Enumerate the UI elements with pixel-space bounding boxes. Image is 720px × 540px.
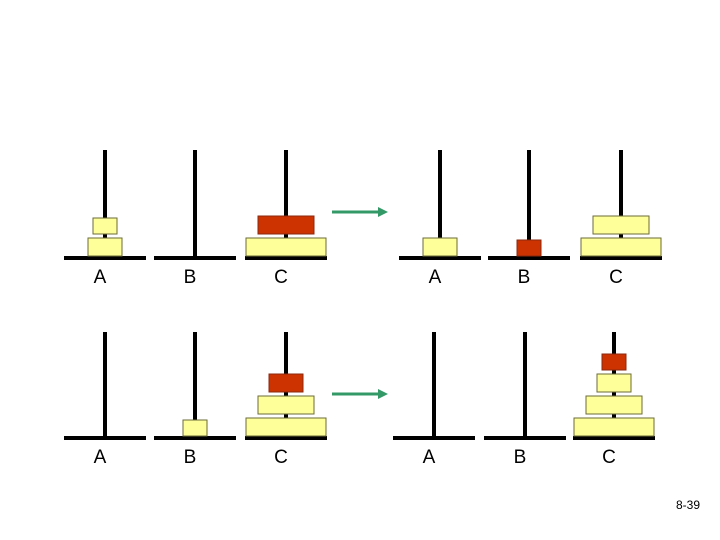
disk-medium xyxy=(87,237,123,257)
disk-large xyxy=(592,215,650,235)
disk-red-small xyxy=(516,239,542,257)
peg-c: C xyxy=(580,150,662,288)
peg-b: B xyxy=(154,150,236,288)
peg-a: A xyxy=(399,150,481,288)
right-arrow-icon xyxy=(332,207,388,217)
disk-red-large xyxy=(257,215,315,235)
peg-label: C xyxy=(602,447,616,468)
disk-xlarge xyxy=(245,237,327,257)
disk-red-medium xyxy=(268,373,304,393)
peg-label: C xyxy=(274,267,288,288)
peg-a: A xyxy=(64,332,146,468)
disk-xlarge xyxy=(580,237,662,257)
peg-label: A xyxy=(423,447,436,468)
disk-large xyxy=(257,395,315,415)
peg-label: B xyxy=(184,447,197,468)
disk-medium xyxy=(596,373,632,393)
peg-label: A xyxy=(94,447,107,468)
disk-xlarge xyxy=(245,417,327,437)
peg-b: B xyxy=(154,332,236,468)
state-row2-after: A B C xyxy=(393,332,655,468)
peg-c: C xyxy=(245,150,327,288)
slide-number: 8-39 xyxy=(675,498,700,512)
peg-c: C xyxy=(573,332,655,468)
state-row1-before: A B C xyxy=(64,150,327,288)
peg-label: A xyxy=(429,267,442,288)
right-arrow-icon xyxy=(332,389,388,399)
disk-red-tiny xyxy=(601,353,627,371)
tower-states: A B C A B C A B C A B C xyxy=(64,150,662,468)
peg-b: B xyxy=(484,332,566,468)
transition-arrows xyxy=(332,207,388,399)
peg-label: C xyxy=(274,447,288,468)
disk-medium xyxy=(422,237,458,257)
disk-small xyxy=(182,419,208,437)
disk-large xyxy=(585,395,643,415)
state-row1-after: A B C xyxy=(399,150,662,288)
peg-b: B xyxy=(488,150,570,288)
peg-label: A xyxy=(94,267,107,288)
peg-label: B xyxy=(184,267,197,288)
disk-small xyxy=(92,217,118,235)
peg-label: B xyxy=(518,267,531,288)
peg-c: C xyxy=(245,332,327,468)
peg-a: A xyxy=(64,150,146,288)
peg-label: C xyxy=(609,267,623,288)
peg-a: A xyxy=(393,332,475,468)
disk-xxlarge xyxy=(573,417,655,437)
state-row2-before: A B C xyxy=(64,332,327,468)
peg-label: B xyxy=(514,447,527,468)
